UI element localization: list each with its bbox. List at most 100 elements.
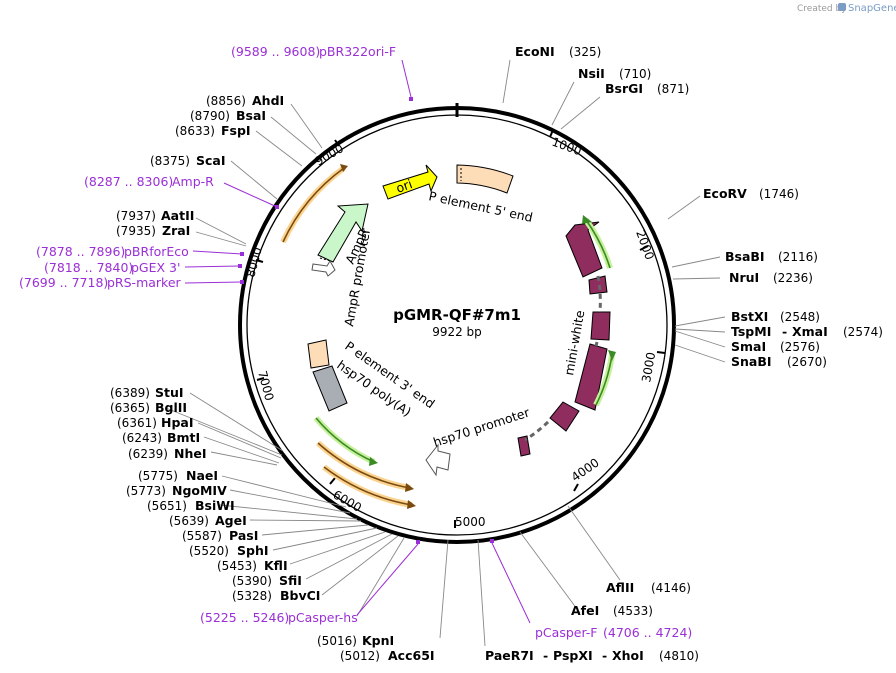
enzyme-bstxi: BstXI [731, 309, 768, 324]
enzyme-naei: NaeI [186, 468, 218, 483]
credit-text: Created by [797, 4, 847, 14]
enzyme-bsiwi: BsiWI [195, 498, 235, 513]
enzyme-nrui: NruI [729, 270, 759, 285]
enzyme-paer7i: PaeR7I [485, 648, 534, 663]
mini-white-arrow [565, 221, 603, 278]
enzyme-ngomiv-pos: (5773) [126, 484, 166, 498]
ampr-promoter-label: AmpR promoter [341, 226, 373, 327]
primer-pcasper-f-pos: (4706 .. 4724) [603, 625, 692, 640]
primer-leaders [184, 59, 531, 624]
ori-arrow [382, 164, 438, 200]
enzyme-sphi: SphI [237, 543, 269, 558]
tick-6000 [329, 477, 336, 485]
enzyme-hpai-pos: (6361) [117, 416, 157, 430]
tick-4000 [573, 483, 579, 492]
enzyme-snabi: SnaBI [731, 354, 772, 369]
ampr-promoter-arrow [311, 260, 336, 277]
tick-label-3000: 3000 [639, 351, 658, 384]
hsp70-polya-box [312, 365, 348, 412]
enzyme-xmai: XmaI [792, 324, 828, 339]
tick-3000 [656, 351, 666, 354]
tick-label-7000: 7000 [255, 369, 276, 402]
enzyme-smai-pos: (2576) [780, 340, 820, 354]
enzyme-leaders-left [165, 103, 405, 617]
enzyme-afei: AfeI [571, 603, 599, 618]
orf-arc-5 [317, 442, 411, 489]
enzyme-bbvci-pos: (5328) [232, 589, 272, 603]
enzyme-sfii: SfiI [279, 573, 302, 588]
enzyme-bsai: BsaI [236, 108, 266, 123]
enzyme-acc65i-pos: (5012) [340, 649, 380, 663]
enzyme-scai-pos: (8375) [150, 154, 190, 168]
enzyme-kpni-pos: (5016) [317, 634, 357, 648]
enzyme-bsabi-pos: (2116) [778, 250, 818, 264]
enzyme-aflii-pos: (4146) [651, 581, 691, 595]
enzyme-econi-pos: (325) [569, 45, 601, 59]
enzyme-paer7i-pos: (4810) [659, 649, 699, 663]
p-element-3-box [307, 339, 330, 369]
primer-site-pcasper-hs [416, 540, 420, 544]
enzyme-bsrgi-pos: (871) [657, 82, 689, 96]
enzyme-aatii-pos: (7937) [116, 209, 156, 223]
enzyme-bstxi-pos: (2548) [780, 310, 820, 324]
scale-ticks [255, 129, 666, 528]
enzyme-bsabi: BsaBI [725, 249, 765, 264]
tick-1000 [549, 129, 554, 138]
primer-amp-r: Amp-R [172, 174, 214, 189]
separator-paer7i-pspxi: - [543, 648, 548, 663]
hsp70-promoter-arrow [425, 443, 451, 477]
enzyme-smai: SmaI [731, 339, 766, 354]
enzyme-acc65i: Acc65I [388, 648, 435, 663]
enzyme-pasi: PasI [229, 528, 258, 543]
enzyme-tspmi-pos: (2574) [843, 325, 883, 339]
primer-prs-marker: pRS-marker [107, 275, 182, 290]
tick-9000 [334, 139, 340, 147]
enzyme-aatii: AatII [161, 208, 194, 223]
enzyme-stui: StuI [155, 385, 184, 400]
tick-label-5000: 5000 [455, 515, 486, 529]
enzyme-aflii: AflII [606, 580, 634, 595]
enzyme-ngomiv: NgoMIV [172, 483, 227, 498]
enzyme-bsrgi: BsrGI [605, 81, 643, 96]
enzyme-bglii: BglII [155, 400, 187, 415]
enzyme-xhoi: XhoI [612, 648, 644, 663]
primer-pbr322ori-f-pos: (9589 .. 9608) [231, 44, 320, 59]
enzyme-bmti-pos: (6243) [122, 431, 162, 445]
enzyme-kfli: KflI [264, 558, 288, 573]
primer-site-pcasper-f [490, 539, 494, 543]
enzyme-ecorv: EcoRV [703, 186, 747, 201]
credit-brand: SnapGene [848, 3, 896, 14]
mini-white-label: mini-white [561, 309, 587, 377]
enzyme-zrai-pos: (7935) [116, 224, 156, 238]
primer-amp-r-pos: (8287 .. 8306) [84, 174, 173, 189]
separator-tspmi-xmai: - [782, 324, 787, 339]
mini-white-segment-4 [574, 343, 608, 411]
enzyme-hpai: HpaI [161, 415, 194, 430]
primer-site-pbr322ori-f [409, 97, 413, 101]
ori-label: ori [394, 176, 414, 196]
enzyme-bmti: BmtI [167, 430, 200, 445]
tick-label-4000: 4000 [569, 455, 602, 484]
enzyme-fspi: FspI [221, 123, 251, 138]
enzyme-pasi-pos: (5587) [182, 529, 222, 543]
orf-arc-3 [282, 167, 345, 243]
orf-arc-4 [315, 417, 375, 463]
tick-label-1000: 1000 [550, 135, 583, 159]
enzyme-afei-pos: (4533) [613, 604, 653, 618]
primer-pcasper-hs-pos: (5225 .. 5246) [200, 610, 289, 625]
enzyme-agei-pos: (5639) [169, 514, 209, 528]
tick-2000 [639, 245, 649, 251]
mini-white-segment-6 [517, 435, 531, 457]
enzyme-ahdi-pos: (8856) [206, 94, 246, 108]
enzyme-sphi-pos: (5520) [189, 544, 229, 558]
enzyme-econi: EcoNI [515, 44, 555, 59]
enzyme-leaders-right [439, 59, 726, 647]
enzyme-scai: ScaI [196, 153, 226, 168]
enzyme-nsii: NsiI [578, 66, 605, 81]
enzyme-bglii-pos: (6365) [110, 401, 150, 415]
primer-prs-marker-pos: (7699 .. 7718) [19, 275, 108, 290]
enzyme-ahdi: AhdI [252, 93, 284, 108]
enzyme-agei: AgeI [215, 513, 247, 528]
